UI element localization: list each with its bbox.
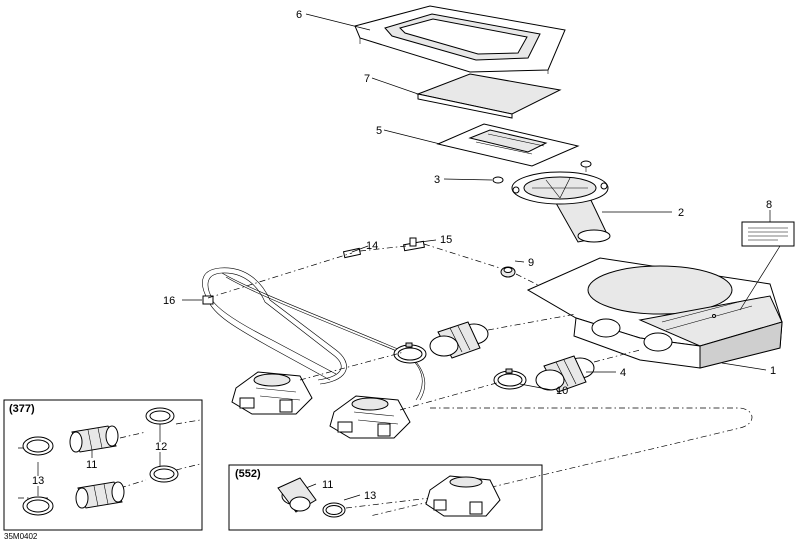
inset-552-label-13: 13 [364, 490, 376, 502]
part-5-filter-grid[interactable] [436, 123, 580, 167]
inset-552 [228, 464, 543, 531]
part-16-vent-hose[interactable] [202, 267, 425, 401]
part-10-clamps[interactable] [393, 342, 527, 390]
label-3: 3 [434, 174, 440, 186]
inset-552-label-11: 11 [322, 479, 333, 491]
part-8-decal[interactable] [741, 221, 795, 247]
inset-552-title: (552) [235, 468, 261, 480]
label-5: 5 [376, 125, 382, 137]
label-7: 7 [364, 73, 370, 85]
part-1-silencer-base[interactable] [526, 257, 783, 369]
part-2-intake-silencer[interactable] [511, 171, 611, 243]
callout-labels: 6 7 5 3 2 8 14 15 9 16 4 1 10 (377) 11 1… [4, 9, 776, 541]
label-14: 14 [366, 240, 378, 252]
drawing-code: 35M0402 [4, 532, 38, 541]
label-4: 4 [620, 367, 626, 379]
carburetor-left[interactable] [231, 371, 313, 415]
label-10: 10 [556, 385, 568, 397]
part-3-screws[interactable] [492, 160, 592, 184]
part-7-filter-element[interactable] [416, 73, 562, 119]
label-16: 16 [163, 295, 175, 307]
carburetor-right[interactable] [329, 395, 411, 439]
leader-lines [37, 13, 781, 501]
label-6: 6 [296, 9, 302, 21]
part-9-grommet[interactable] [500, 266, 516, 278]
label-1: 1 [770, 365, 776, 377]
inset-377 [3, 399, 203, 531]
part-15-t-fitting[interactable] [403, 237, 425, 252]
inset-377-title: (377) [9, 403, 35, 415]
label-8: 8 [766, 199, 772, 211]
inset-377-label-11: 11 [86, 459, 97, 471]
label-15: 15 [440, 234, 452, 246]
label-2: 2 [678, 207, 684, 219]
part-4-rubber-adapters[interactable] [429, 321, 595, 393]
inset-377-label-13: 13 [32, 475, 44, 487]
part-6-filter-cover[interactable] [354, 5, 566, 74]
label-9: 9 [528, 257, 534, 269]
inset-377-label-12: 12 [155, 441, 167, 453]
